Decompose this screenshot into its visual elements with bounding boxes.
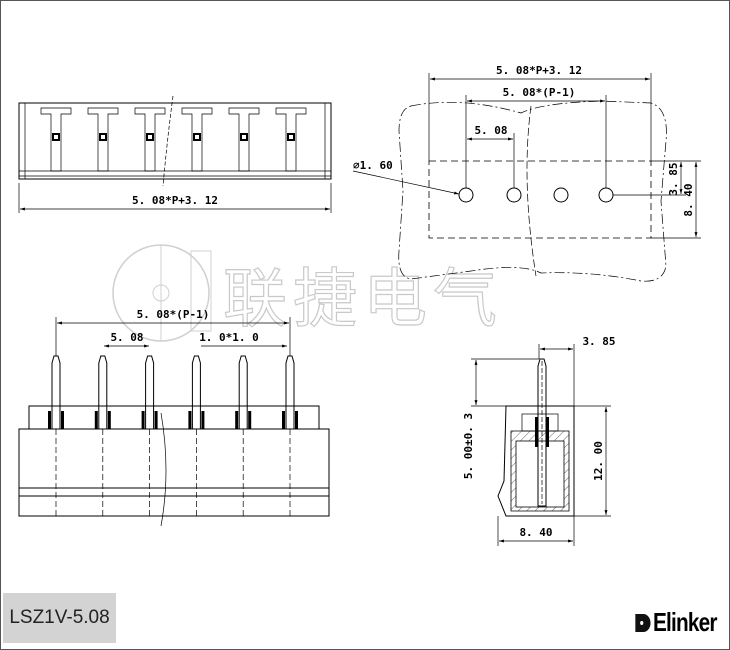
top-view-overall-dim: 5. 08*P+3. 12 xyxy=(132,194,218,207)
pcb-span-dim: 5. 08*(P-1) xyxy=(503,86,576,99)
terminal-slot xyxy=(40,107,72,172)
pin xyxy=(51,355,61,430)
pin xyxy=(285,355,295,430)
terminal-slot xyxy=(228,107,260,172)
pcb-hole xyxy=(553,187,569,203)
side-view: 3. 85 5. 00±0. 3 12. 00 8. 40 xyxy=(462,335,616,546)
terminal-slot xyxy=(181,107,213,172)
watermark-text: 联捷电气 xyxy=(223,263,503,337)
pcb-depth-dim: 8. 40 xyxy=(682,183,695,216)
pcb-row-offset-dim: 3. 85 xyxy=(667,162,680,195)
front-span-dim: 5. 08*(P-1) xyxy=(137,308,210,321)
front-view: 5. 08*(P-1) 5. 08 1. 0*1. 0 xyxy=(18,308,330,527)
brand-logo: Elinker xyxy=(634,607,718,638)
pcb-hole xyxy=(506,187,522,203)
pin xyxy=(98,355,108,430)
watermark: 联捷电气 xyxy=(112,244,503,342)
pcb-hole xyxy=(598,187,614,203)
elinker-logo-icon xyxy=(635,613,651,632)
terminal-slot xyxy=(87,107,119,172)
pcb-hole xyxy=(458,187,474,203)
pin xyxy=(191,355,201,430)
pcb-layout-view: 5. 08*P+3. 12 5. 08*(P-1) 5. 08 ∅1. 60 3… xyxy=(352,64,701,282)
top-view: 5. 08*P+3. 12 xyxy=(18,95,332,213)
brand-name: Elinker xyxy=(653,607,718,637)
pin xyxy=(238,355,248,430)
terminal-slot xyxy=(134,107,166,172)
side-offset-dim: 3. 85 xyxy=(582,335,615,348)
pcb-pitch-dim: 5. 08 xyxy=(474,124,507,137)
model-label: LSZ1V-5.08 xyxy=(3,593,116,643)
front-pitch-dim: 5. 08 xyxy=(110,331,143,344)
front-pin-dim: 1. 0*1. 0 xyxy=(199,331,259,344)
pin xyxy=(145,355,155,430)
pcb-overall-dim: 5. 08*P+3. 12 xyxy=(496,64,582,77)
side-pin-length-dim: 5. 00±0. 3 xyxy=(462,413,475,479)
pcb-hole-dim: ∅1. 60 xyxy=(353,159,393,172)
side-height-dim: 12. 00 xyxy=(592,441,605,481)
terminal-slot xyxy=(275,107,307,172)
side-width-dim: 8. 40 xyxy=(519,526,552,539)
